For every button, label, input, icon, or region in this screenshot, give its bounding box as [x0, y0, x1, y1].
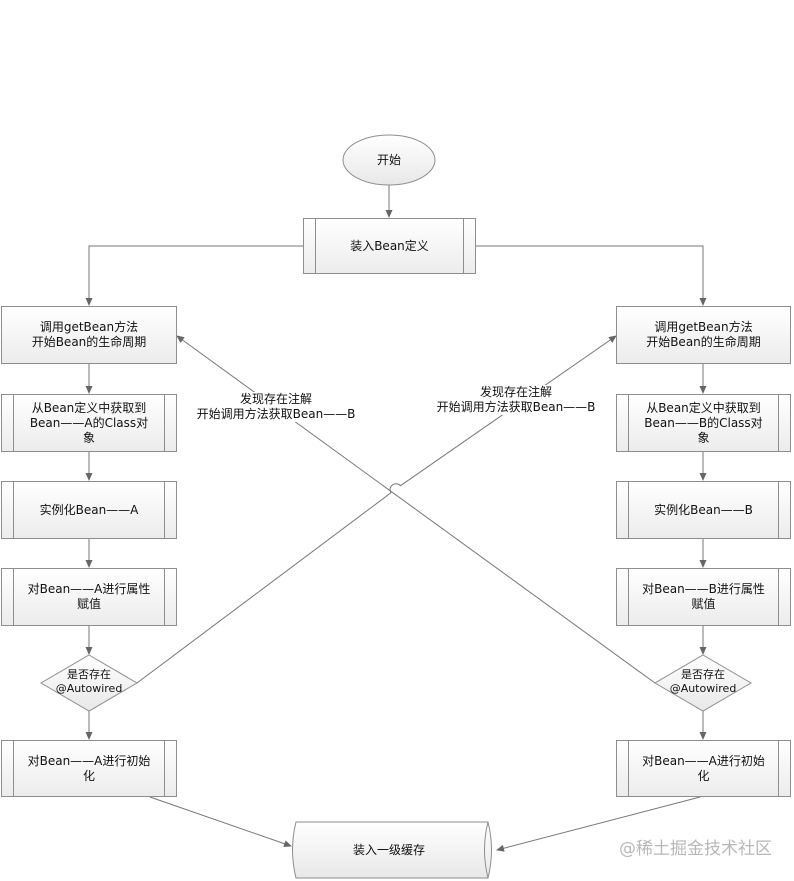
right-init: 对Bean——A进行初始 化: [616, 740, 791, 797]
left-get-bean: 调用getBean方法 开始Bean的生命周期: [1, 306, 177, 364]
left-assign: 对Bean——A进行属性 赋值: [1, 568, 177, 626]
edge-cross-left-to-right: [136, 335, 617, 684]
cache-cylinder: [292, 821, 492, 879]
edge-right-init-cache: [496, 796, 701, 852]
right-check-label: 是否存在 @Autowired: [669, 668, 737, 695]
cache-node: 装入一级缓存: [352, 842, 425, 857]
left-init: 对Bean——A进行初始 化: [1, 740, 177, 797]
edge-load-left: [85, 245, 303, 306]
edge-left-init-cache: [149, 796, 292, 848]
load-bean-definition: 装入Bean定义: [303, 218, 476, 274]
left-check-label: 是否存在 @Autowired: [55, 668, 123, 695]
left-get-class: 从Bean定义中获取到 Bean——A的Class对 象: [1, 394, 177, 452]
right-instantiate: 实例化Bean——B: [616, 481, 791, 539]
right-get-bean: 调用getBean方法 开始Bean的生命周期: [616, 306, 791, 364]
right-assign: 对Bean——B进行属性 赋值: [616, 568, 791, 626]
watermark: @稀土掘金技术社区: [619, 839, 772, 859]
edge-load-right: [476, 245, 707, 306]
left-cross-label: 发现存在注解 开始调用方法获取Bean——B: [188, 392, 364, 422]
left-instantiate: 实例化Bean——A: [1, 481, 177, 539]
right-cross-label: 发现存在注解 开始调用方法获取Bean——B: [428, 385, 604, 415]
right-get-class: 从Bean定义中获取到 Bean——B的Class对 象: [616, 394, 791, 452]
start-node: 开始: [376, 152, 401, 167]
